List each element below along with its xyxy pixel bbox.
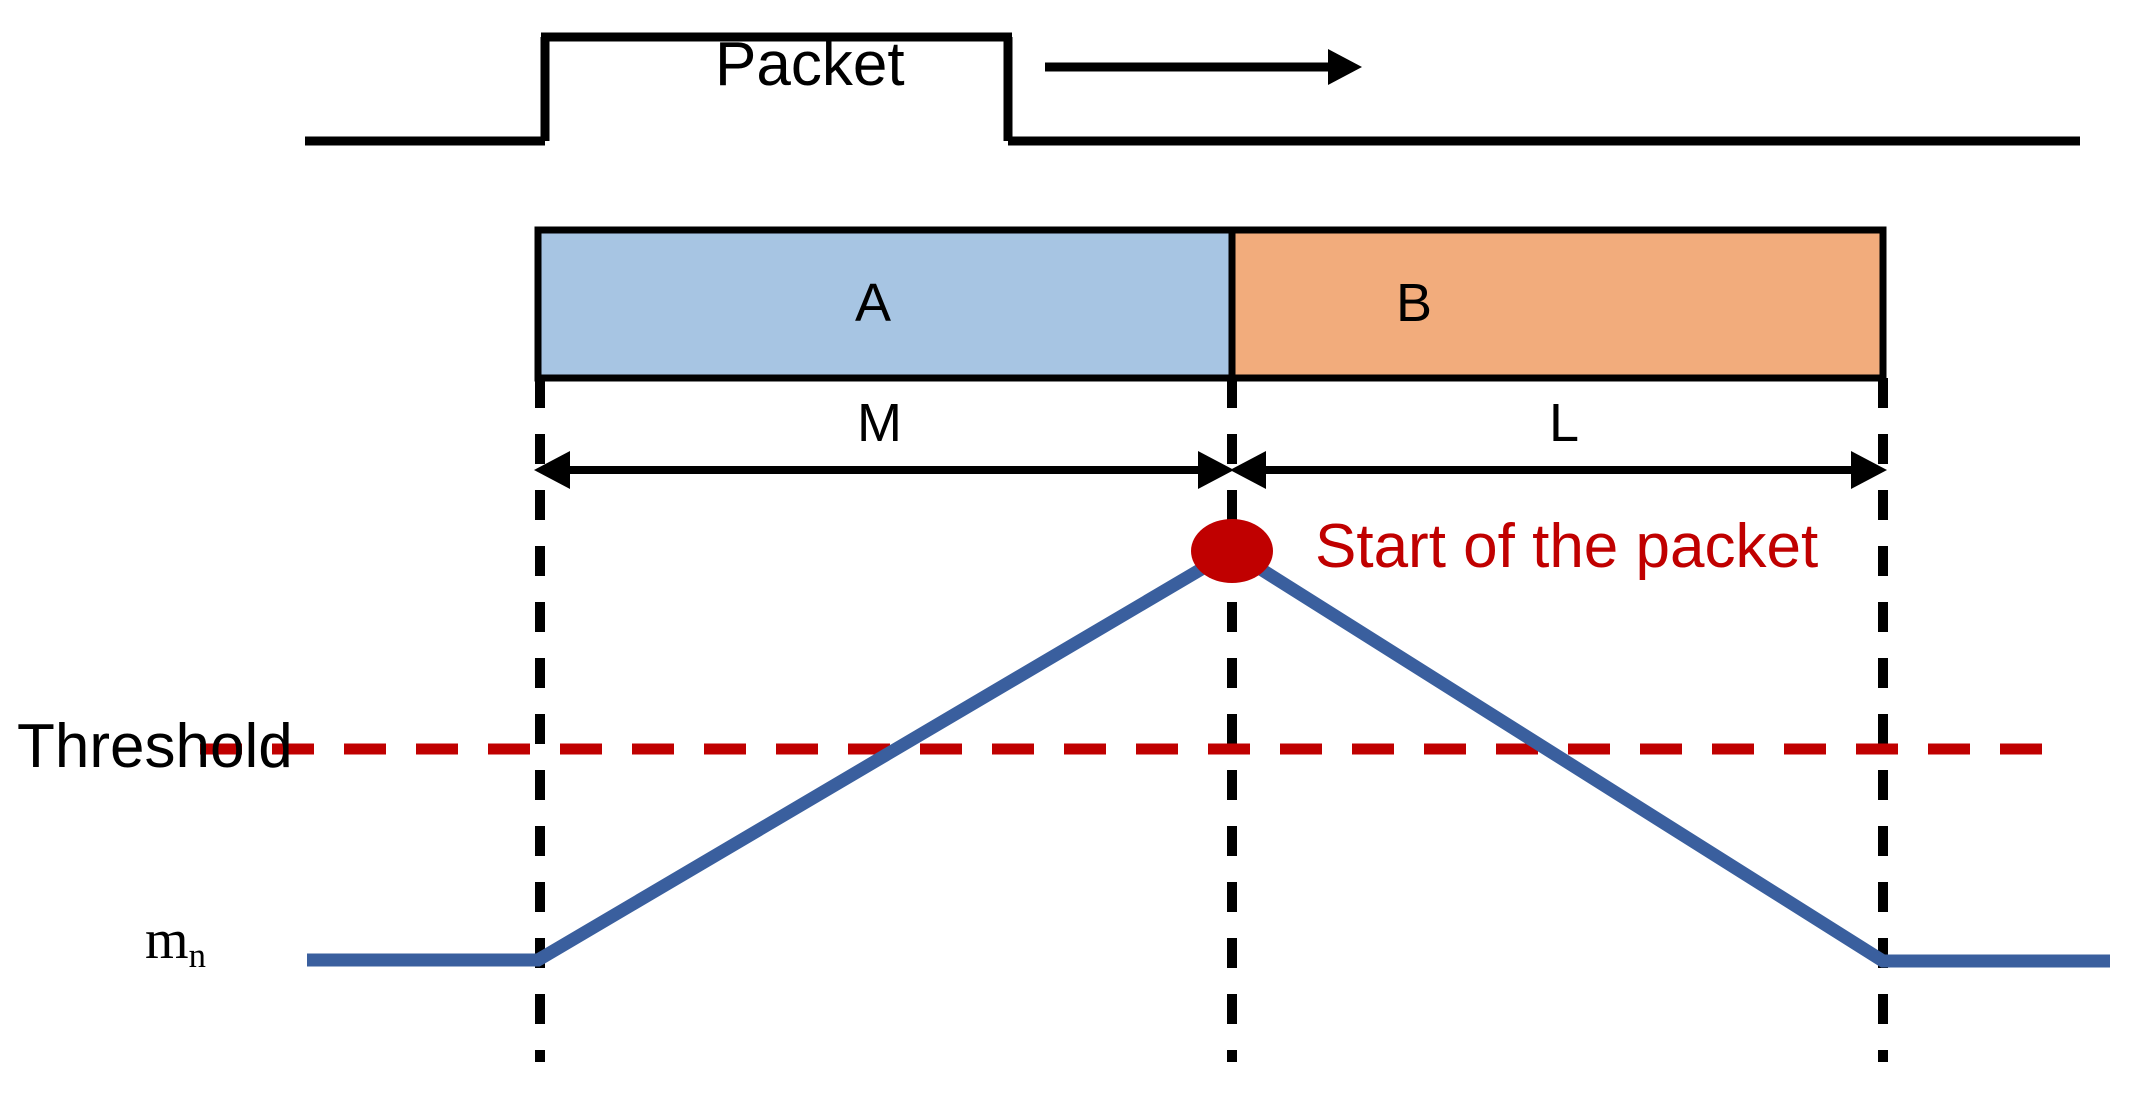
span-m-arrowhead-right bbox=[1198, 451, 1234, 489]
span-l-arrowhead-left bbox=[1230, 451, 1266, 489]
packet-label: Packet bbox=[715, 30, 905, 99]
threshold-label: Threshold bbox=[17, 712, 293, 781]
signal-metric-line bbox=[307, 543, 2110, 968]
block-b-label: B bbox=[1396, 273, 1433, 333]
span-m-arrowhead-left bbox=[534, 451, 570, 489]
block-b-rect bbox=[1228, 226, 1887, 382]
metric-subscript: n bbox=[188, 936, 206, 976]
direction-arrow-head bbox=[1328, 49, 1362, 85]
vertical-guide-lines bbox=[535, 378, 1888, 1062]
span-l-arrowhead-right bbox=[1851, 451, 1887, 489]
start-of-packet-marker bbox=[1191, 519, 1273, 583]
span-m-label: M bbox=[857, 393, 902, 453]
metric-symbol: m bbox=[145, 909, 189, 971]
block-a-label: A bbox=[855, 273, 892, 333]
packet-pulse-waveform bbox=[305, 32, 2080, 146]
start-of-packet-label: Start of the packet bbox=[1315, 512, 1819, 581]
segment-blocks bbox=[534, 226, 1887, 382]
metric-axis-label: mn bbox=[145, 909, 206, 973]
span-l-label: L bbox=[1549, 393, 1580, 453]
span-l-arrow bbox=[1230, 451, 1887, 489]
span-m-arrow bbox=[534, 451, 1234, 489]
time-direction-arrow bbox=[1045, 49, 1362, 85]
